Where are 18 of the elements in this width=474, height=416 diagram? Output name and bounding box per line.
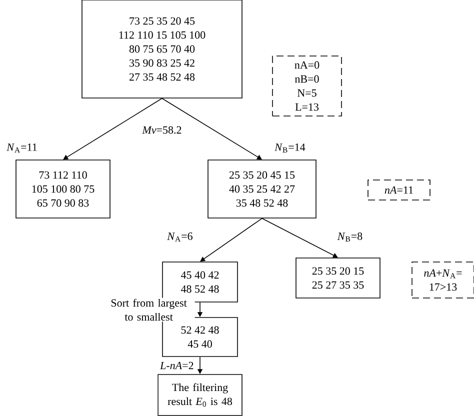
process-box: 25 35 20 15 25 27 35 35 xyxy=(296,258,380,298)
edge-label: N$_{A}$=6 xyxy=(166,232,194,242)
process-box: 25 35 20 45 15 40 35 25 42 27 35 48 52 48 xyxy=(208,160,316,218)
note-box: nA=0 nB=0 N=5 L=13 xyxy=(272,56,342,116)
process-box: 73 25 35 20 45 112 110 15 105 100 80 75 65 70 40 35 90 83 25 42 27 35 48 52 48 xyxy=(82,0,242,98)
process-box: The filtering result E$_{0}$ is 48 xyxy=(158,374,242,416)
edge-label: N$_{A}$=11 xyxy=(6,142,38,154)
arrow xyxy=(262,218,338,258)
note-box: nA=11 xyxy=(368,180,430,200)
process-box: 73 112 110 105 100 80 75 65 70 90 83 xyxy=(16,160,110,218)
arrow xyxy=(63,98,162,160)
edge-label: L-nA=2 xyxy=(159,360,195,370)
edge-label: Sort from largest to smallest xyxy=(102,298,195,322)
edge-label: N$_{B}$=8 xyxy=(336,232,364,242)
annotation: Mv=58.2 xyxy=(142,126,182,134)
note-box: nA+N$_{A}$= 17>13 xyxy=(412,262,474,298)
arrow xyxy=(162,98,262,160)
edge-label: N$_{B}$=14 xyxy=(274,142,306,154)
